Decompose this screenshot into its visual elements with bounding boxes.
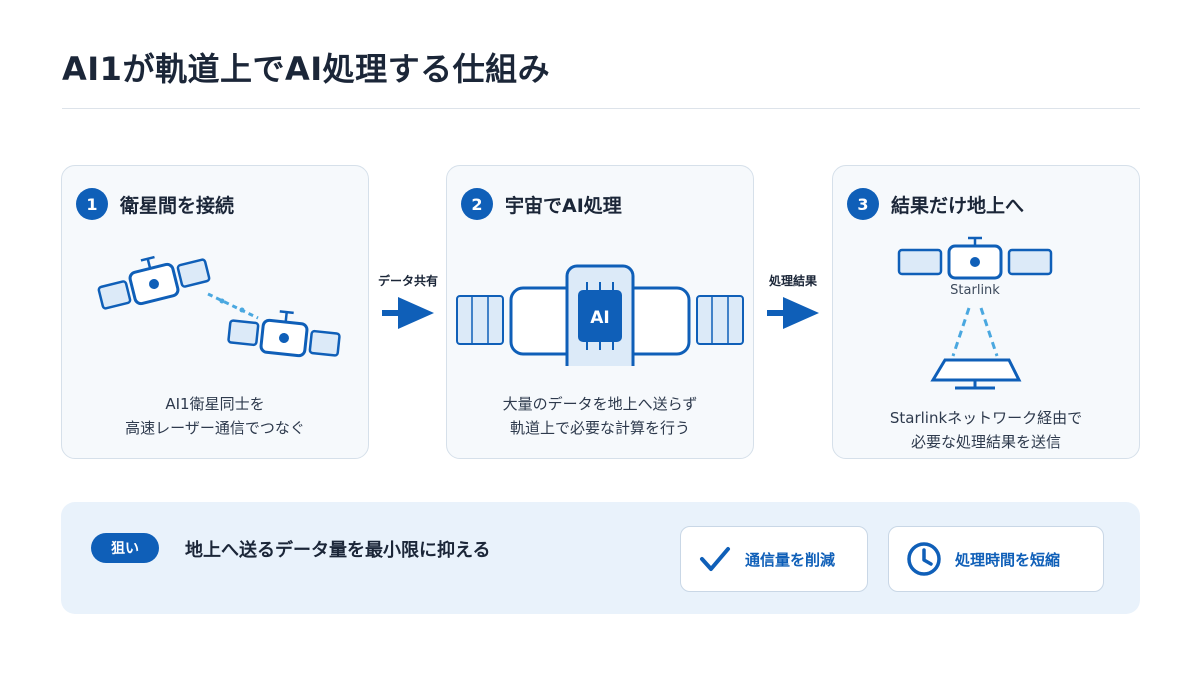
step-desc-2: 大量のデータを地上へ送らず 軌道上で必要な計算を行う bbox=[502, 395, 698, 437]
downlink-beam bbox=[979, 307, 999, 357]
checkmark-icon bbox=[697, 541, 733, 577]
laser-link-satellites-icon bbox=[97, 255, 341, 358]
ground-antenna-icon bbox=[930, 358, 1022, 382]
flow-arrow-results: 処理結果 bbox=[753, 272, 833, 331]
ai-satellite-illustration: AI bbox=[447, 236, 753, 380]
step-desc-1: AI1衛星同士を 高速レーザー通信でつなぐ bbox=[125, 395, 305, 437]
goal-badge: 狙い bbox=[91, 533, 159, 563]
flow-arrow-data-share: データ共有 bbox=[368, 272, 448, 331]
step-title-3: 結果だけ地上へ bbox=[891, 194, 1025, 217]
step-desc-3: Starlinkネットワーク経由で 必要な処理結果を送信 bbox=[889, 409, 1083, 451]
benefit-reduce-traffic: 通信量を削減 bbox=[680, 526, 868, 592]
step-header-2: 2 宇宙でAI処理 bbox=[461, 188, 622, 220]
step-card-3: 3 結果だけ地上へ Starlink Starlinkネットワーク経由で 必要な… bbox=[832, 165, 1140, 459]
step-title-1: 衛星間を接続 bbox=[120, 194, 235, 217]
laser-link-line bbox=[207, 292, 259, 320]
goal-panel: 狙い 地上へ送るデータ量を最小限に抑える 通信量を削減 処理時間を短縮 bbox=[61, 502, 1140, 614]
starlink-ground-station-icon: Starlink bbox=[897, 236, 1053, 390]
step-number-3: 3 bbox=[847, 188, 879, 220]
clock-icon bbox=[905, 540, 943, 578]
ai-chip-label: AI bbox=[590, 308, 609, 328]
step-title-2: 宇宙でAI処理 bbox=[505, 194, 622, 217]
step-header-1: 1 衛星間を接続 bbox=[76, 188, 234, 220]
page-title: AI1が軌道上でAI処理する仕組み bbox=[62, 50, 551, 88]
step-number-1: 1 bbox=[76, 188, 108, 220]
benefit-label-2: 処理時間を短縮 bbox=[955, 550, 1061, 569]
benefit-label-1: 通信量を削減 bbox=[745, 550, 836, 569]
starlink-downlink-illustration: Starlink bbox=[833, 236, 1139, 400]
goal-text: 地上へ送るデータ量を最小限に抑える bbox=[185, 540, 491, 561]
step-card-2: 2 宇宙でAI処理 AI 大量のデータを地上へ送らず 軌道上で必要な計算を行う bbox=[446, 165, 754, 459]
right-arrow-icon bbox=[382, 297, 434, 329]
step-number-2: 2 bbox=[461, 188, 493, 220]
step-card-1: 1 衛星間を接続 AI1衛 bbox=[61, 165, 369, 459]
title-divider bbox=[62, 108, 1140, 109]
step-header-3: 3 結果だけ地上へ bbox=[847, 188, 1024, 220]
satellite-link-illustration bbox=[62, 236, 368, 370]
arrow-label-1: データ共有 bbox=[377, 274, 438, 288]
satellite-icon bbox=[227, 310, 341, 358]
starlink-satellite-icon bbox=[897, 236, 1053, 280]
ai-chip-icon bbox=[578, 290, 622, 342]
starlink-label: Starlink bbox=[950, 283, 1000, 298]
satellite-icon bbox=[97, 255, 211, 310]
arrow-label-2: 処理結果 bbox=[768, 274, 817, 288]
downlink-beam bbox=[951, 307, 971, 357]
benefit-shorten-time: 処理時間を短縮 bbox=[888, 526, 1104, 592]
ai-satellite-icon: AI bbox=[456, 264, 744, 380]
right-arrow-icon bbox=[767, 297, 819, 329]
